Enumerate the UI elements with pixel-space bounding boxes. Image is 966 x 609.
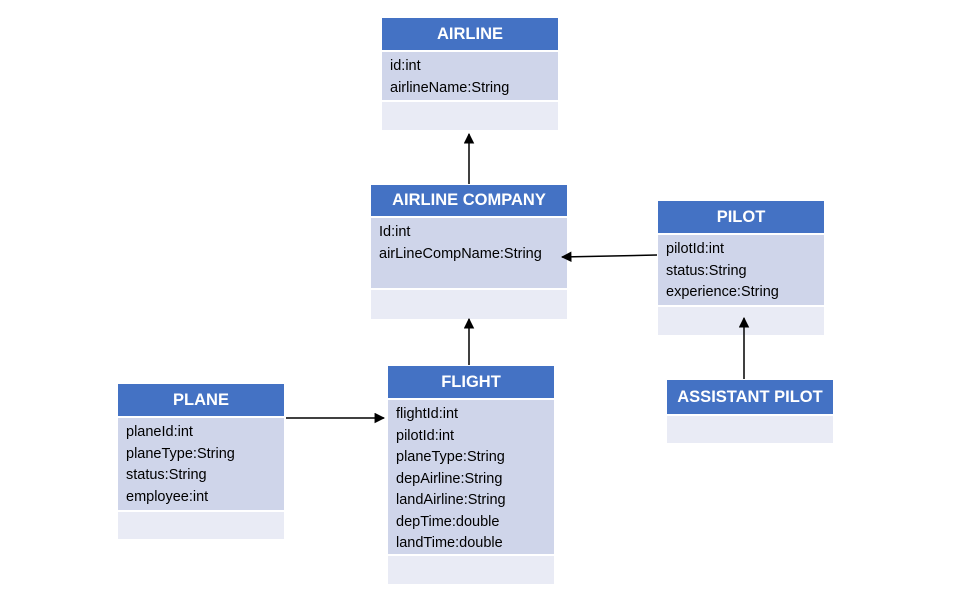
class-assistant-pilot[interactable]: ASSISTANT PILOT <box>667 380 833 443</box>
class-airline-company-header: AIRLINE COMPANY <box>371 185 567 218</box>
attribute: status:String <box>126 467 207 483</box>
attribute: airlineName:String <box>390 79 510 96</box>
attribute: pilotId:int <box>396 427 455 444</box>
class-pilot-attributes: pilotId:int status:String experience:Str… <box>658 235 824 307</box>
arrow-pilot-to-airline-company <box>560 251 658 263</box>
class-airline-methods <box>382 102 558 130</box>
attribute: id:int <box>390 58 421 74</box>
class-airline-company-attributes: Id:int airLineCompName:String <box>371 218 567 290</box>
class-flight-methods <box>388 556 554 584</box>
attribute: airLineCompName:String <box>379 245 542 262</box>
class-flight-attributes: flightId:int pilotId:int planeType:Strin… <box>388 400 554 556</box>
class-airline-company[interactable]: AIRLINE COMPANY Id:int airLineCompName:S… <box>371 185 567 319</box>
attribute: landTime:double <box>396 535 503 551</box>
class-plane-methods <box>118 512 284 539</box>
attribute: pilotId:int <box>666 241 725 257</box>
attribute: experience:String <box>666 284 779 300</box>
attribute: planeType:String <box>126 445 235 462</box>
class-plane-header: PLANE <box>118 384 284 418</box>
attribute: employee:int <box>126 488 209 505</box>
attribute: planeType:String <box>396 449 505 465</box>
class-plane[interactable]: PLANE planeId:int planeType:String statu… <box>118 384 284 539</box>
class-airline-attributes: id:int airlineName:String <box>382 52 558 102</box>
attribute: landAirline:String <box>396 492 506 508</box>
class-pilot[interactable]: PILOT pilotId:int status:String experien… <box>658 201 824 335</box>
class-assistant-pilot-header: ASSISTANT PILOT <box>667 380 833 416</box>
class-pilot-header: PILOT <box>658 201 824 235</box>
attribute: depAirline:String <box>396 470 503 487</box>
class-airline-header: AIRLINE <box>382 18 558 52</box>
attribute: planeId:int <box>126 424 193 440</box>
class-flight[interactable]: FLIGHT flightId:int pilotId:int planeTyp… <box>388 366 554 584</box>
class-flight-header: FLIGHT <box>388 366 554 400</box>
class-assistant-pilot-methods <box>667 416 833 443</box>
class-plane-attributes: planeId:int planeType:String status:Stri… <box>118 418 284 512</box>
attribute: Id:int <box>379 224 411 240</box>
attribute: depTime:double <box>396 513 500 530</box>
attribute: flightId:int <box>396 406 459 422</box>
class-airline[interactable]: AIRLINE id:int airlineName:String <box>382 18 558 130</box>
attribute: status:String <box>666 262 747 279</box>
class-airline-company-methods <box>371 290 567 319</box>
